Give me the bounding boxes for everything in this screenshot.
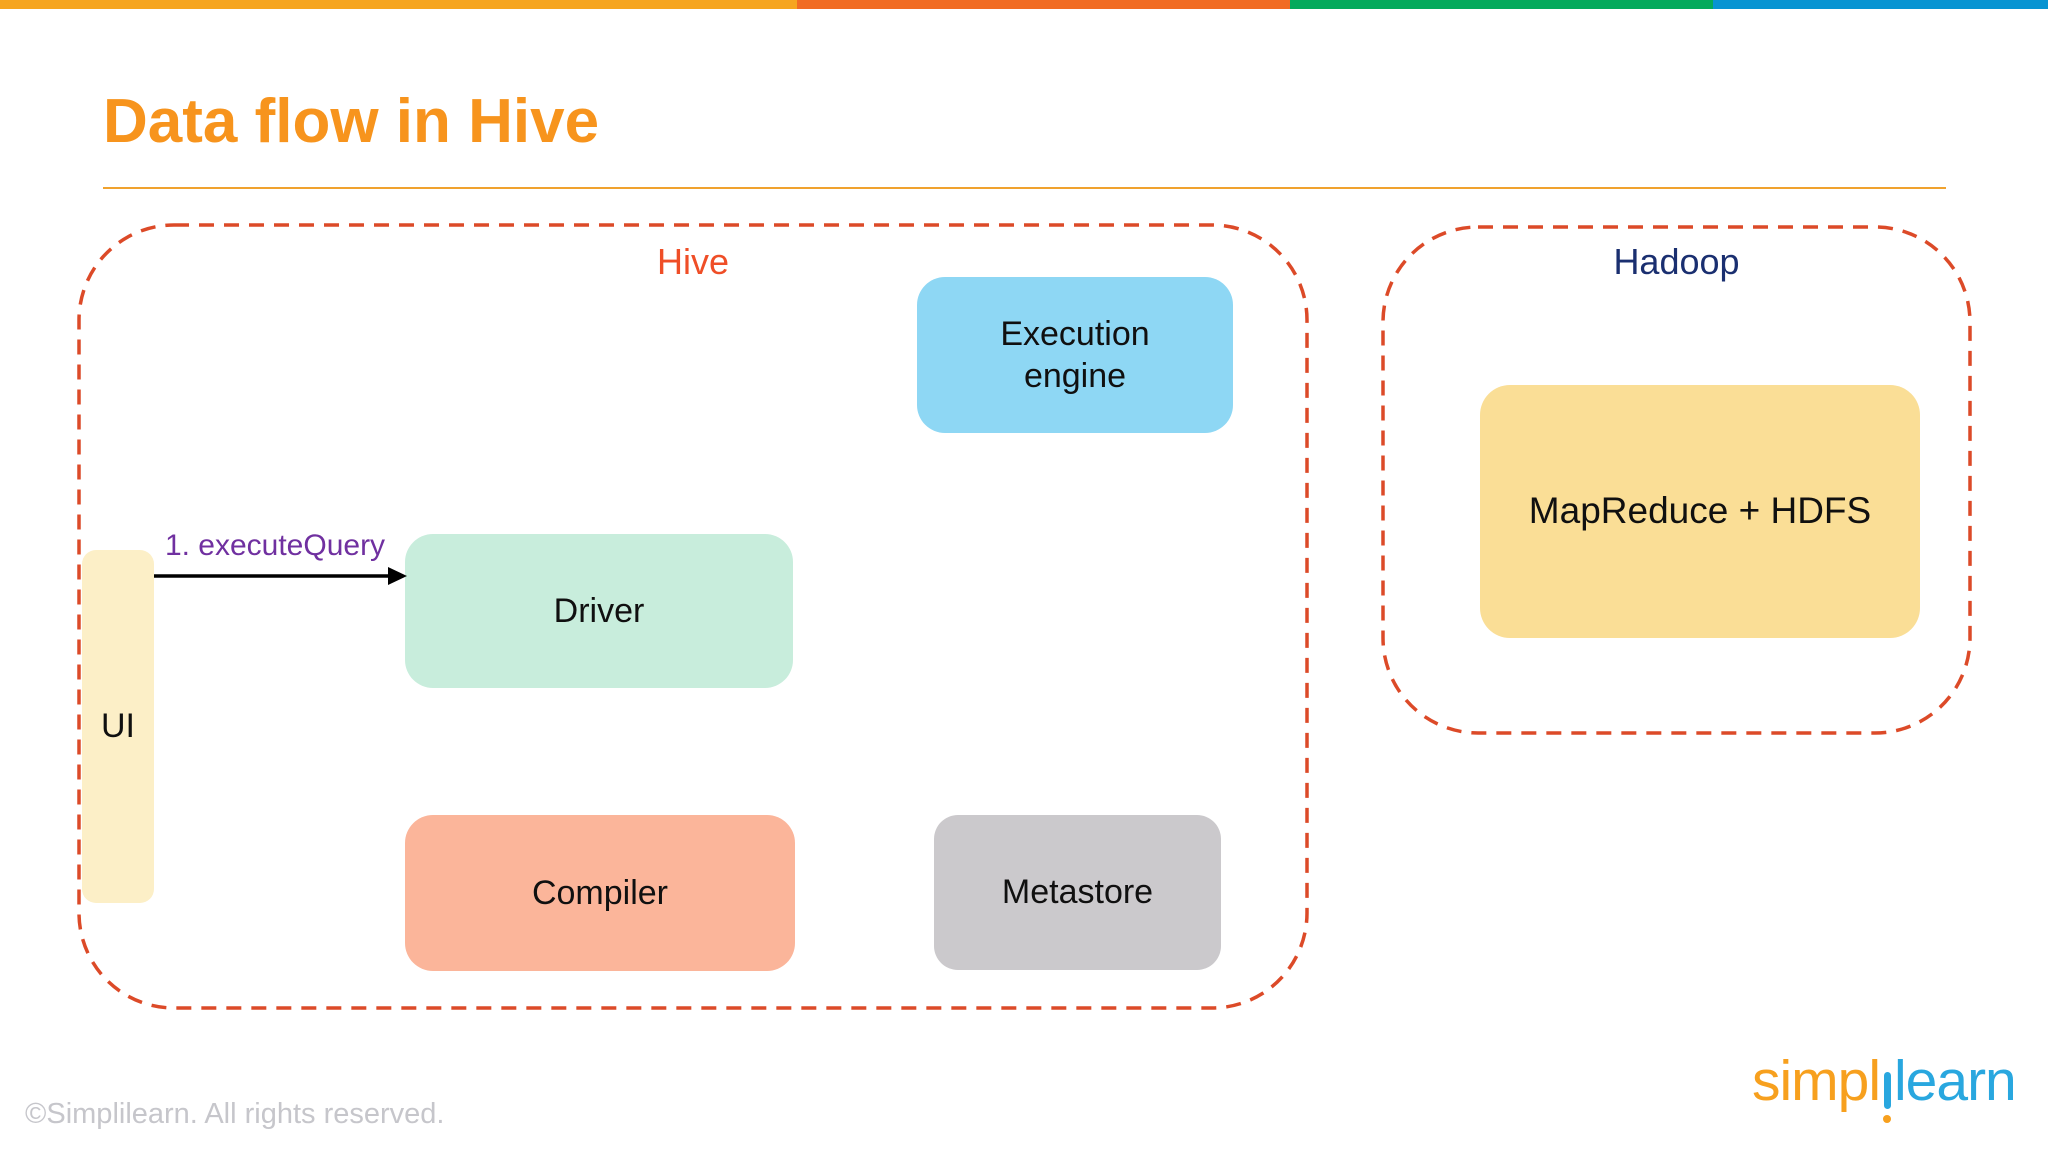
- executequery-label: 1. executeQuery: [164, 529, 386, 562]
- execution-engine-label: Execution engine: [1000, 314, 1150, 396]
- hive-group-label: Hive: [656, 241, 730, 282]
- driver-label: Driver: [553, 591, 645, 630]
- ui-box: UI: [82, 550, 154, 903]
- logo-inverted-i-icon: [1883, 1072, 1892, 1123]
- top-stripe: [0, 0, 2048, 9]
- compiler-label: Compiler: [531, 873, 669, 912]
- stripe-segment-green: [1290, 0, 1713, 9]
- logo-simpl-text: simpl: [1752, 1049, 1881, 1113]
- mapreduce-hdfs-label: MapReduce + HDFS: [1528, 490, 1872, 532]
- stripe-segment-blue: [1713, 0, 2048, 9]
- metastore-box: Metastore: [934, 815, 1221, 970]
- copyright-text: ©Simplilearn. All rights reserved.: [25, 1098, 445, 1130]
- page-title: Data flow in Hive: [103, 87, 600, 156]
- hadoop-group-label: Hadoop: [1613, 241, 1740, 282]
- stripe-segment-orange: [797, 0, 1290, 9]
- arrow-head-icon: [388, 567, 407, 585]
- logo-learn-text: learn: [1894, 1049, 2017, 1113]
- stripe-segment-yellow: [0, 0, 797, 9]
- metastore-label: Metastore: [1001, 873, 1154, 912]
- execution-engine-box: Execution engine: [917, 277, 1233, 433]
- mapreduce-hdfs-box: MapReduce + HDFS: [1480, 385, 1920, 638]
- compiler-box: Compiler: [405, 815, 795, 971]
- driver-box: Driver: [405, 534, 793, 688]
- ui-label: UI: [101, 707, 135, 746]
- title-underline: [103, 187, 1946, 189]
- flow-arrow: [154, 567, 407, 585]
